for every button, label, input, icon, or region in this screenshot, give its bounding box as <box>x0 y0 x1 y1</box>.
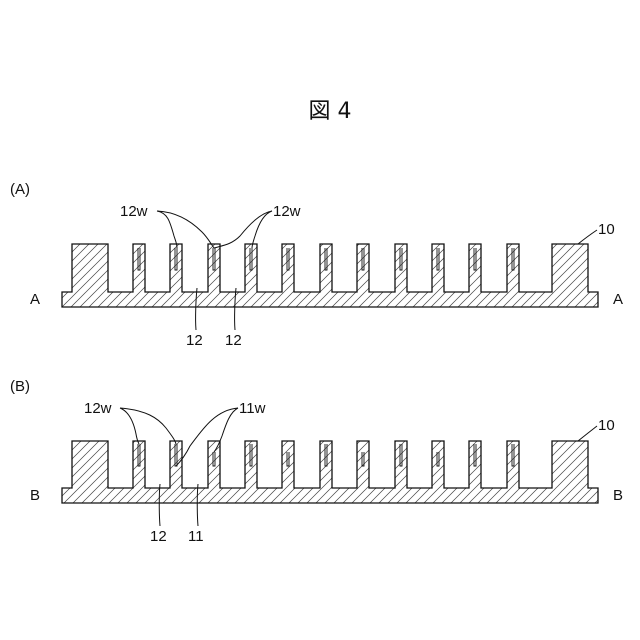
panel-a-label: (A) <box>10 181 30 198</box>
panel-b-ref-groove-1: 12 <box>150 528 167 545</box>
figure-title: 図 4 <box>309 99 352 124</box>
panel-a-leader-body <box>578 230 597 244</box>
panel-b-section-right: B <box>613 487 623 504</box>
panel-b-section-left: B <box>30 487 40 504</box>
panel-a-comb-body <box>62 244 598 307</box>
panel-b-leader-groove-1 <box>159 484 160 526</box>
panel-b-ref-walls-left: 12w <box>84 400 112 417</box>
panel-b-comb-body <box>62 441 598 503</box>
panel-a-ref-walls-right: 12w <box>273 203 301 220</box>
panel-b-leader-walls-right <box>176 408 238 466</box>
panel-b: (B) B B 10 12w 11w 12 11 <box>10 378 623 545</box>
panel-b-ref-body: 10 <box>598 417 615 434</box>
panel-a: (A) A A 10 12w 12w 12 12 <box>10 181 623 349</box>
panel-b-leader-body <box>578 426 597 441</box>
panel-b-label: (B) <box>10 378 30 395</box>
panel-b-ref-groove-2: 11 <box>188 528 204 545</box>
panel-b-ref-walls-right: 11w <box>239 400 266 417</box>
panel-a-section-left: A <box>30 291 40 308</box>
panel-b-leader-groove-2 <box>197 484 198 526</box>
panel-a-leader-walls-left <box>157 211 214 248</box>
panel-a-ref-groove-2: 12 <box>225 332 242 349</box>
panel-a-section-right: A <box>613 291 623 308</box>
panel-a-ref-walls-left: 12w <box>120 203 148 220</box>
panel-a-leader-walls-right <box>214 211 272 248</box>
panel-b-leader-walls-left <box>120 408 176 444</box>
panel-a-ref-groove-1: 12 <box>186 332 203 349</box>
panel-a-ref-body: 10 <box>598 221 615 238</box>
